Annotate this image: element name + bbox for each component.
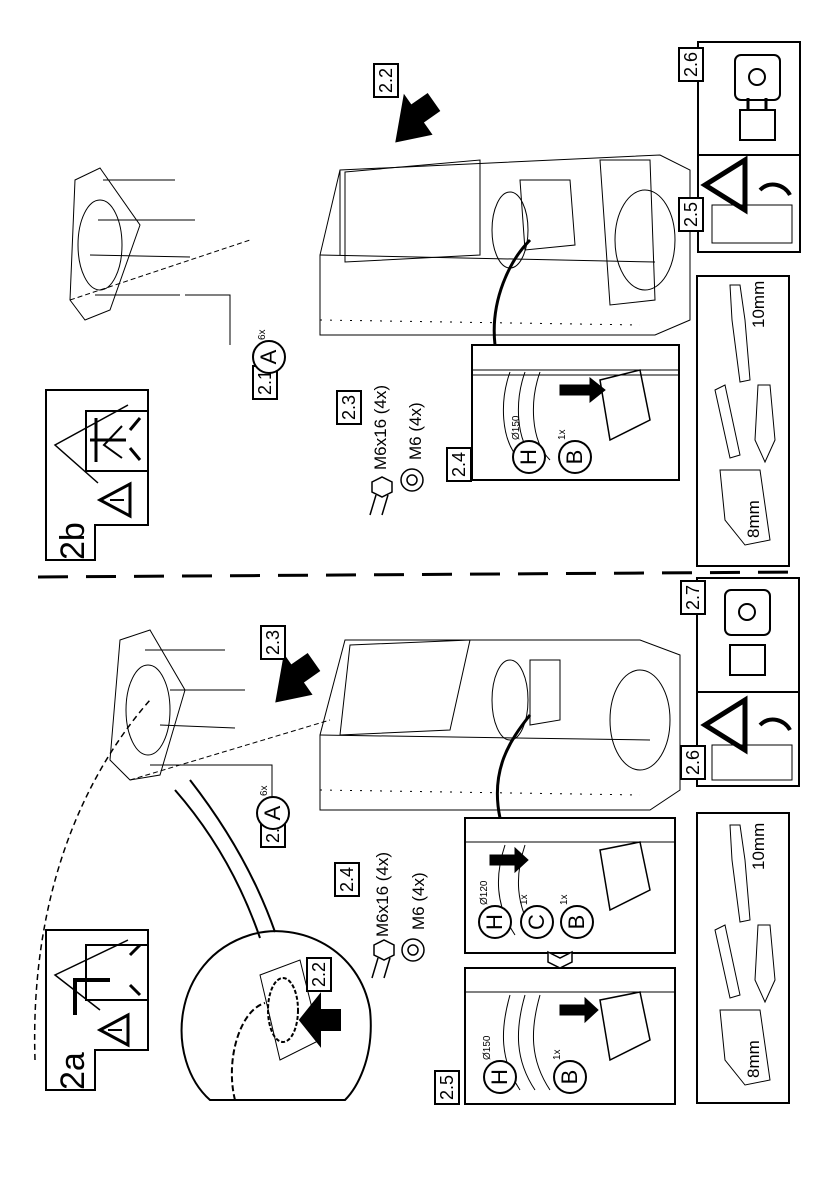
callout-arrow-2a	[495, 714, 532, 819]
callout-arrow-2b	[492, 238, 532, 346]
drill-size-label: 8mm	[744, 1040, 763, 1078]
screwdriver-size-label: 10mm	[749, 280, 768, 328]
warning-triangle-icon	[700, 155, 748, 215]
step-label: 2.6	[678, 46, 704, 82]
part-size: Ø150	[482, 1035, 493, 1060]
power-plug-socket-icon	[734, 54, 781, 101]
step-label: 2.2	[373, 62, 399, 98]
part-qty: 1x	[559, 894, 570, 905]
step-label: 2.4	[446, 446, 472, 482]
part-callout-H: H	[512, 440, 546, 474]
part-callout-B: B	[560, 905, 594, 939]
part-qty: 6x	[257, 329, 268, 340]
nut-spec-label: M6 (4x)	[406, 402, 425, 460]
part-size: Ø120	[479, 880, 490, 905]
part-size: Ø150	[511, 415, 522, 440]
symbol-box-2a	[45, 929, 149, 1091]
step-label: 2.6	[680, 744, 706, 780]
swap-arrow-icon	[547, 950, 573, 969]
screw-nut-glyphs	[369, 468, 425, 979]
fan-housing-2b	[319, 154, 691, 336]
part-callout-B: B	[553, 1060, 587, 1094]
part-qty: 6x	[259, 785, 270, 796]
circuit-breaker-icon	[711, 204, 793, 244]
part-qty: 1x	[519, 894, 530, 905]
step-label: 2.2	[306, 956, 332, 992]
direction-arrow-icon	[395, 92, 441, 143]
mounting-frame-2a	[33, 629, 331, 1061]
inset-2-4-detail	[472, 369, 679, 461]
part-qty: 1x	[557, 429, 568, 440]
part-callout-A: A	[256, 796, 290, 830]
circuit-breaker-icon	[711, 744, 793, 781]
part-callout-C: C	[520, 905, 554, 939]
inset-2-5-detail	[465, 841, 675, 1091]
screw-spec-label: M6x16 (4x)	[373, 851, 392, 937]
step-label: 2.4	[334, 861, 360, 897]
variant-label-2a: 2a	[54, 1052, 92, 1090]
detail-magnifier-2-2	[174, 779, 372, 1101]
part-qty: 1x	[552, 1049, 563, 1060]
part-callout-A: A	[252, 340, 286, 374]
step-label: 2.5	[678, 196, 704, 232]
symbol-box-2b	[45, 389, 149, 561]
warning-triangle-icon	[96, 481, 132, 519]
section-divider	[37, 570, 801, 579]
fan-housing-2a	[319, 639, 681, 811]
tools-panel-2b	[696, 275, 790, 567]
power-panel-2a	[696, 577, 800, 787]
direction-arrow-icon	[275, 652, 321, 703]
part-callout-H: H	[483, 1060, 517, 1094]
screwdriver-size-label: 10mm	[749, 822, 768, 870]
part-callout-H: H	[478, 905, 512, 939]
power-panel-2b	[697, 41, 801, 253]
step-label: 2.3	[260, 624, 286, 660]
drill-size-label: 8mm	[744, 500, 763, 538]
screw-spec-label: M6x16 (4x)	[371, 384, 390, 470]
mounting-frame-2b	[69, 167, 251, 345]
step-label: 2.5	[434, 1069, 460, 1105]
exhaust-mode-icon	[90, 417, 142, 462]
power-plug-socket-icon	[724, 589, 771, 636]
tools-panel-2a	[696, 812, 790, 1104]
warning-triangle-icon	[700, 695, 748, 755]
warning-triangle-icon	[96, 1012, 130, 1048]
nut-spec-label: M6 (4x)	[409, 872, 428, 930]
variant-label-2b: 2b	[54, 522, 92, 560]
step-label: 2.3	[336, 389, 362, 425]
part-callout-B: B	[558, 440, 592, 474]
step-label: 2.7	[680, 579, 706, 615]
